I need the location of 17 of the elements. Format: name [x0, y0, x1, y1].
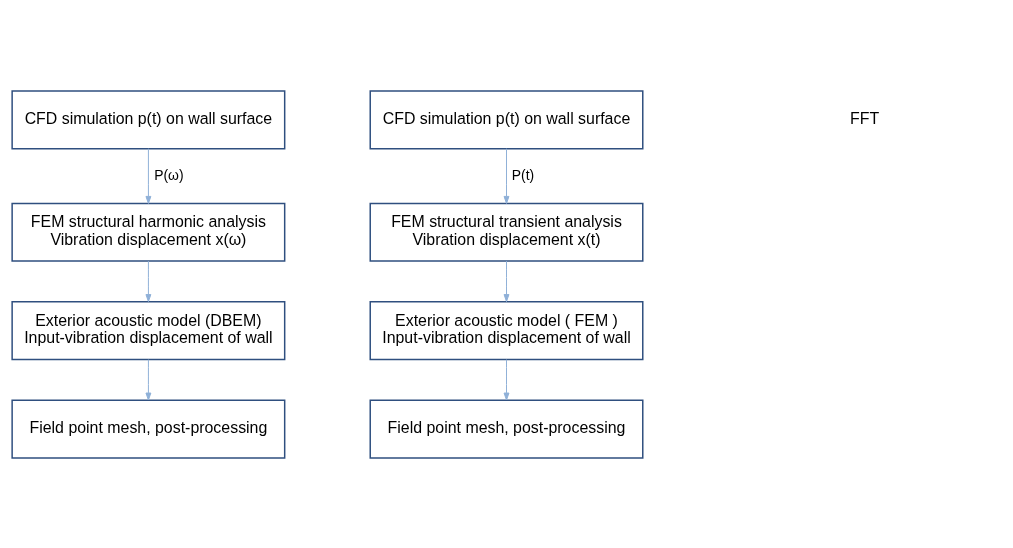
- label: FFT: [850, 109, 880, 127]
- node-box: Field point mesh, post-processing: [11, 399, 286, 459]
- edge-label: P(t): [511, 166, 535, 183]
- arrow: [503, 147, 510, 204]
- node-box: FEM structural harmonic analysis Vibration displacement x(ω): [11, 202, 286, 262]
- arrow: [503, 260, 510, 302]
- node-box: Exterior acoustic model ( FEM ) Input-vibration displacement of wall: [369, 300, 644, 360]
- edge-label: P(ω): [154, 166, 184, 183]
- arrow: [145, 260, 152, 302]
- arrow: [503, 358, 510, 400]
- node-box: CFD simulation p(t) on wall surface: [11, 89, 286, 149]
- node-box: CFD simulation p(t) on wall surface: [369, 89, 644, 149]
- node-box: FEM structural transient analysis Vibration displacement x(t): [369, 202, 644, 262]
- arrow: [145, 147, 152, 204]
- node-box: Exterior acoustic model (DBEM) Input-vibration displacement of wall: [11, 300, 286, 360]
- node-box: Field point mesh, post-processing: [369, 399, 644, 459]
- arrow: [145, 358, 152, 400]
